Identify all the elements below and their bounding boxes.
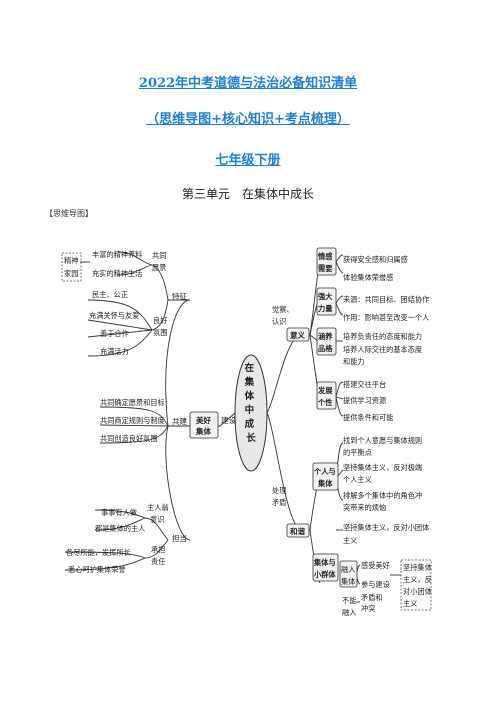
harmony-box: [286, 523, 310, 538]
master-label: 主人翁 意识: [147, 503, 171, 524]
atmosphere-items: 民主、公正 充满关怀与友爱 善于合作 充满活力: [89, 290, 142, 356]
center-text: 在 集 体 中 成 长: [244, 362, 258, 444]
unit-heading: 第三单元 在集体中成长: [181, 187, 314, 201]
mind-map: 在 集 体 中 成 长: [61, 247, 434, 617]
integrate-label: 融入 集体: [341, 565, 358, 586]
good-atmosphere-label: 良好 氛围: [153, 316, 170, 337]
spirit-box-label: 精神 家园: [64, 256, 81, 278]
handle-label: 处理 矛盾: [272, 486, 289, 507]
beautiful-group-box: [189, 411, 219, 439]
doc-title: 2022年中考道德与法治必备知识清单: [138, 76, 358, 91]
undertake-label: 担当: [172, 533, 187, 543]
power-label: 强大 力量: [318, 292, 335, 313]
responsibility-label: 承担 责任: [151, 545, 168, 566]
spirit-items: 丰富的精神养料 充实的精神生活: [92, 250, 145, 278]
section-label: 【思维导图】: [45, 209, 93, 218]
understand-label: 觉察、 认识: [272, 305, 296, 326]
power-items: 来源：共同目标、团结协作 作用：影响甚至改变一个人: [343, 295, 432, 322]
nurture-label: 涵养 品格: [318, 332, 335, 353]
individual-label: 个人与 集体: [313, 467, 338, 488]
nurture-items: 培养负责任的态度和能力 培养人际交往的基本态度 和能力: [343, 332, 424, 366]
grade-title: 七年级下册: [215, 153, 281, 168]
individual-items: 找到个人意愿与集体规则 的平衡点 坚持集体主义，反对极端 个人主义 排解多个集体…: [343, 436, 424, 512]
beautiful-group-label: 美好 集体: [195, 415, 214, 436]
feature-label: 特征: [172, 291, 187, 301]
not-integrate-label: 不能 融入: [342, 596, 359, 617]
integrate-items: 感受美好 参与建设: [361, 561, 392, 589]
build-label: 共建: [172, 416, 187, 426]
collective-items: 坚持集体主义，反对小团体 主义: [343, 523, 432, 545]
construct-label: 建设: [221, 415, 236, 425]
meaning-box: [286, 327, 310, 342]
harmony-label: 和谐: [290, 526, 305, 536]
develop-items: 搭建交往平台 提供学习资源 提供条件和可能: [343, 380, 393, 422]
vision-label: 共同 愿景: [152, 251, 169, 272]
master-items: 事事有人做 都是集体的主人: [95, 508, 145, 533]
build-items: 共同确定愿景和目标 共同商定规则与制度 共同创造良好氛围: [100, 398, 167, 443]
collective-small-label: 集体与 小群体: [313, 558, 338, 579]
not-items: 矛盾和 冲突: [361, 593, 385, 613]
doc-subtitle: （思维导图+核心知识+考点梳理）: [146, 112, 350, 127]
responsibility-items: 各尽所能，发挥所长 悉心呵护集体荣誉: [66, 548, 133, 574]
dashed-note: 坚持集体 主义，反 对小团体 主义: [403, 563, 434, 608]
emotion-label: 情感 需要: [318, 252, 335, 273]
meaning-label: 意义: [290, 330, 305, 340]
emotion-items: 获得安全感和归属感 体验集体荣誉感: [343, 255, 410, 282]
develop-label: 发展 个性: [317, 386, 335, 407]
